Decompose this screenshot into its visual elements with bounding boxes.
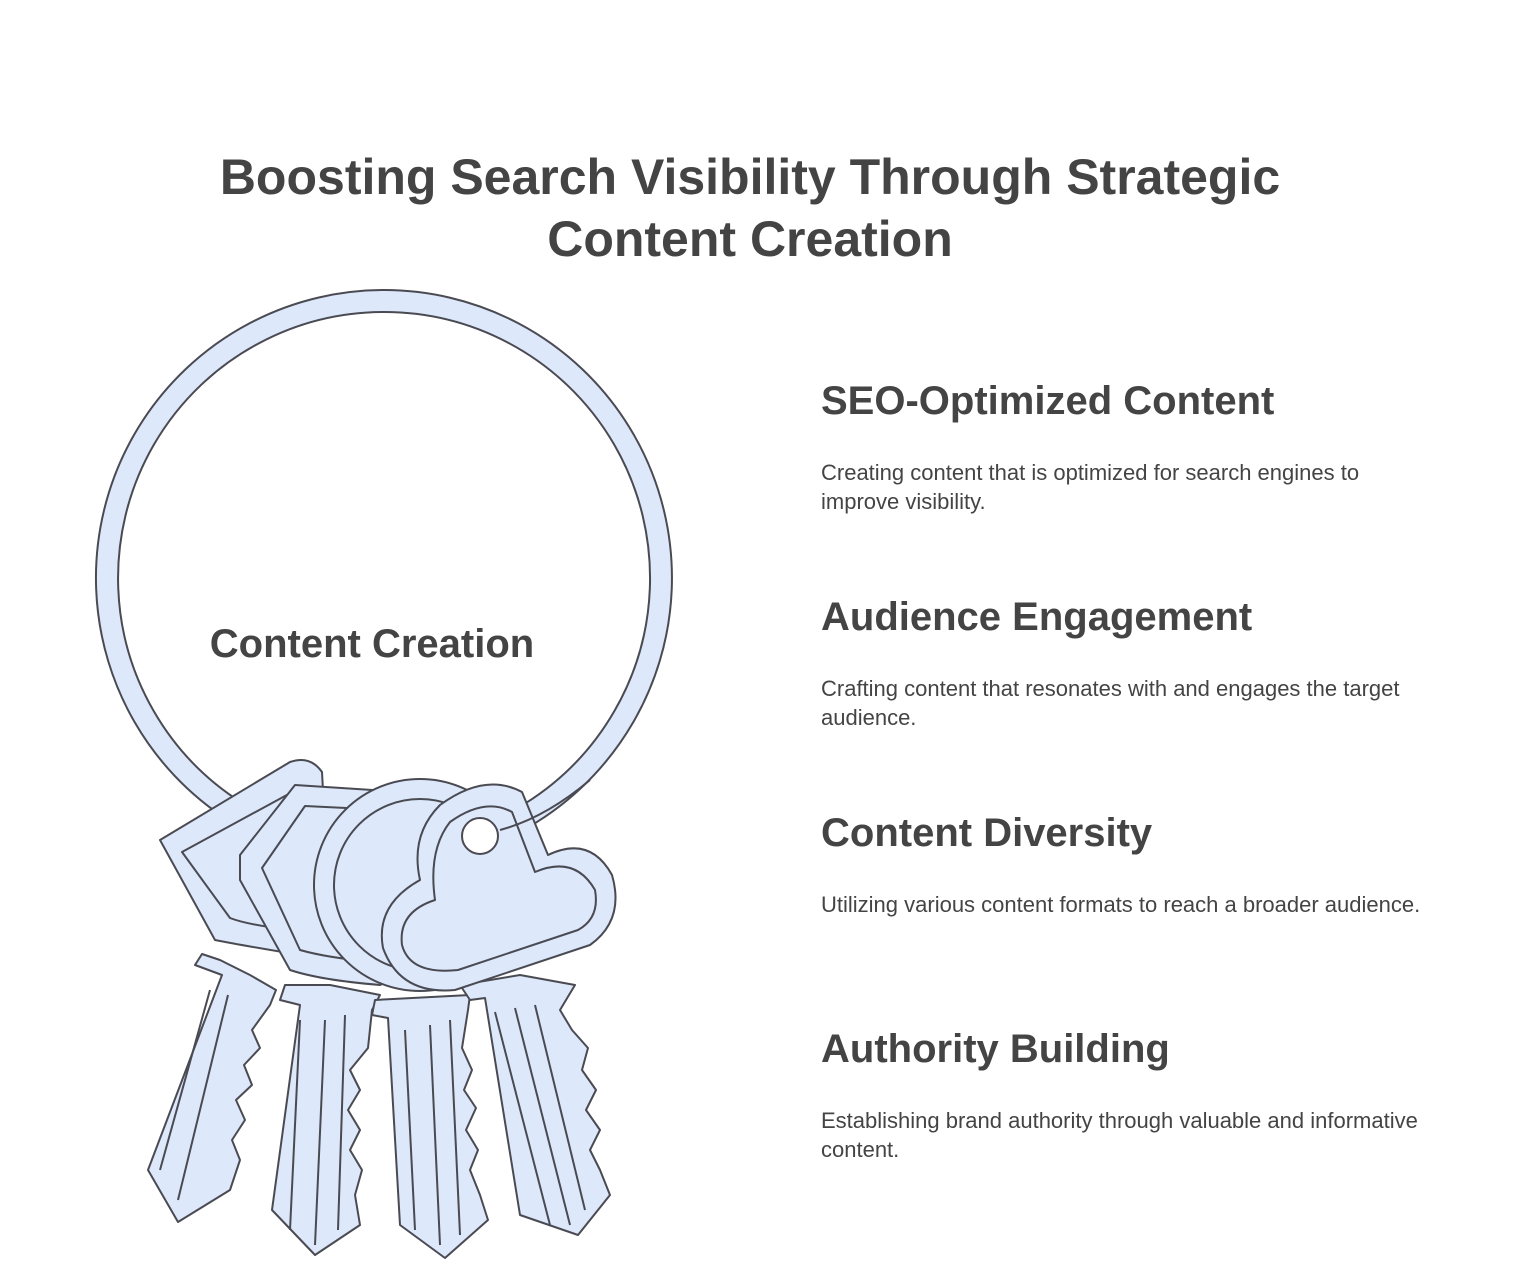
key-icon	[380, 783, 617, 1236]
key-ring-icon	[94, 289, 673, 1259]
key-ring-icon	[94, 289, 673, 867]
item-title: Content Diversity	[821, 811, 1153, 855]
item-description: Creating content that is optimized for s…	[821, 460, 1360, 514]
center-label: Content Creation	[209, 622, 535, 666]
list-item: Authority Building Establishing brand au…	[821, 1025, 1441, 1162]
list-item: SEO-Optimized Content Creating content t…	[821, 377, 1441, 514]
item-description: Utilizing various content formats to rea…	[821, 892, 1421, 917]
item-title: Audience Engagement	[821, 595, 1253, 639]
item-description: Crafting content that resonates with and…	[821, 676, 1400, 730]
list-item: Content Diversity Utilizing various cont…	[821, 809, 1441, 917]
list-item: Audience Engagement Crafting content tha…	[821, 593, 1441, 730]
item-title: SEO-Optimized Content	[821, 379, 1275, 423]
item-description: Establishing brand authority through val…	[821, 1108, 1418, 1162]
item-title: Authority Building	[821, 1027, 1170, 1071]
page-title: Boosting Search Visibility Through Strat…	[219, 149, 1281, 267]
